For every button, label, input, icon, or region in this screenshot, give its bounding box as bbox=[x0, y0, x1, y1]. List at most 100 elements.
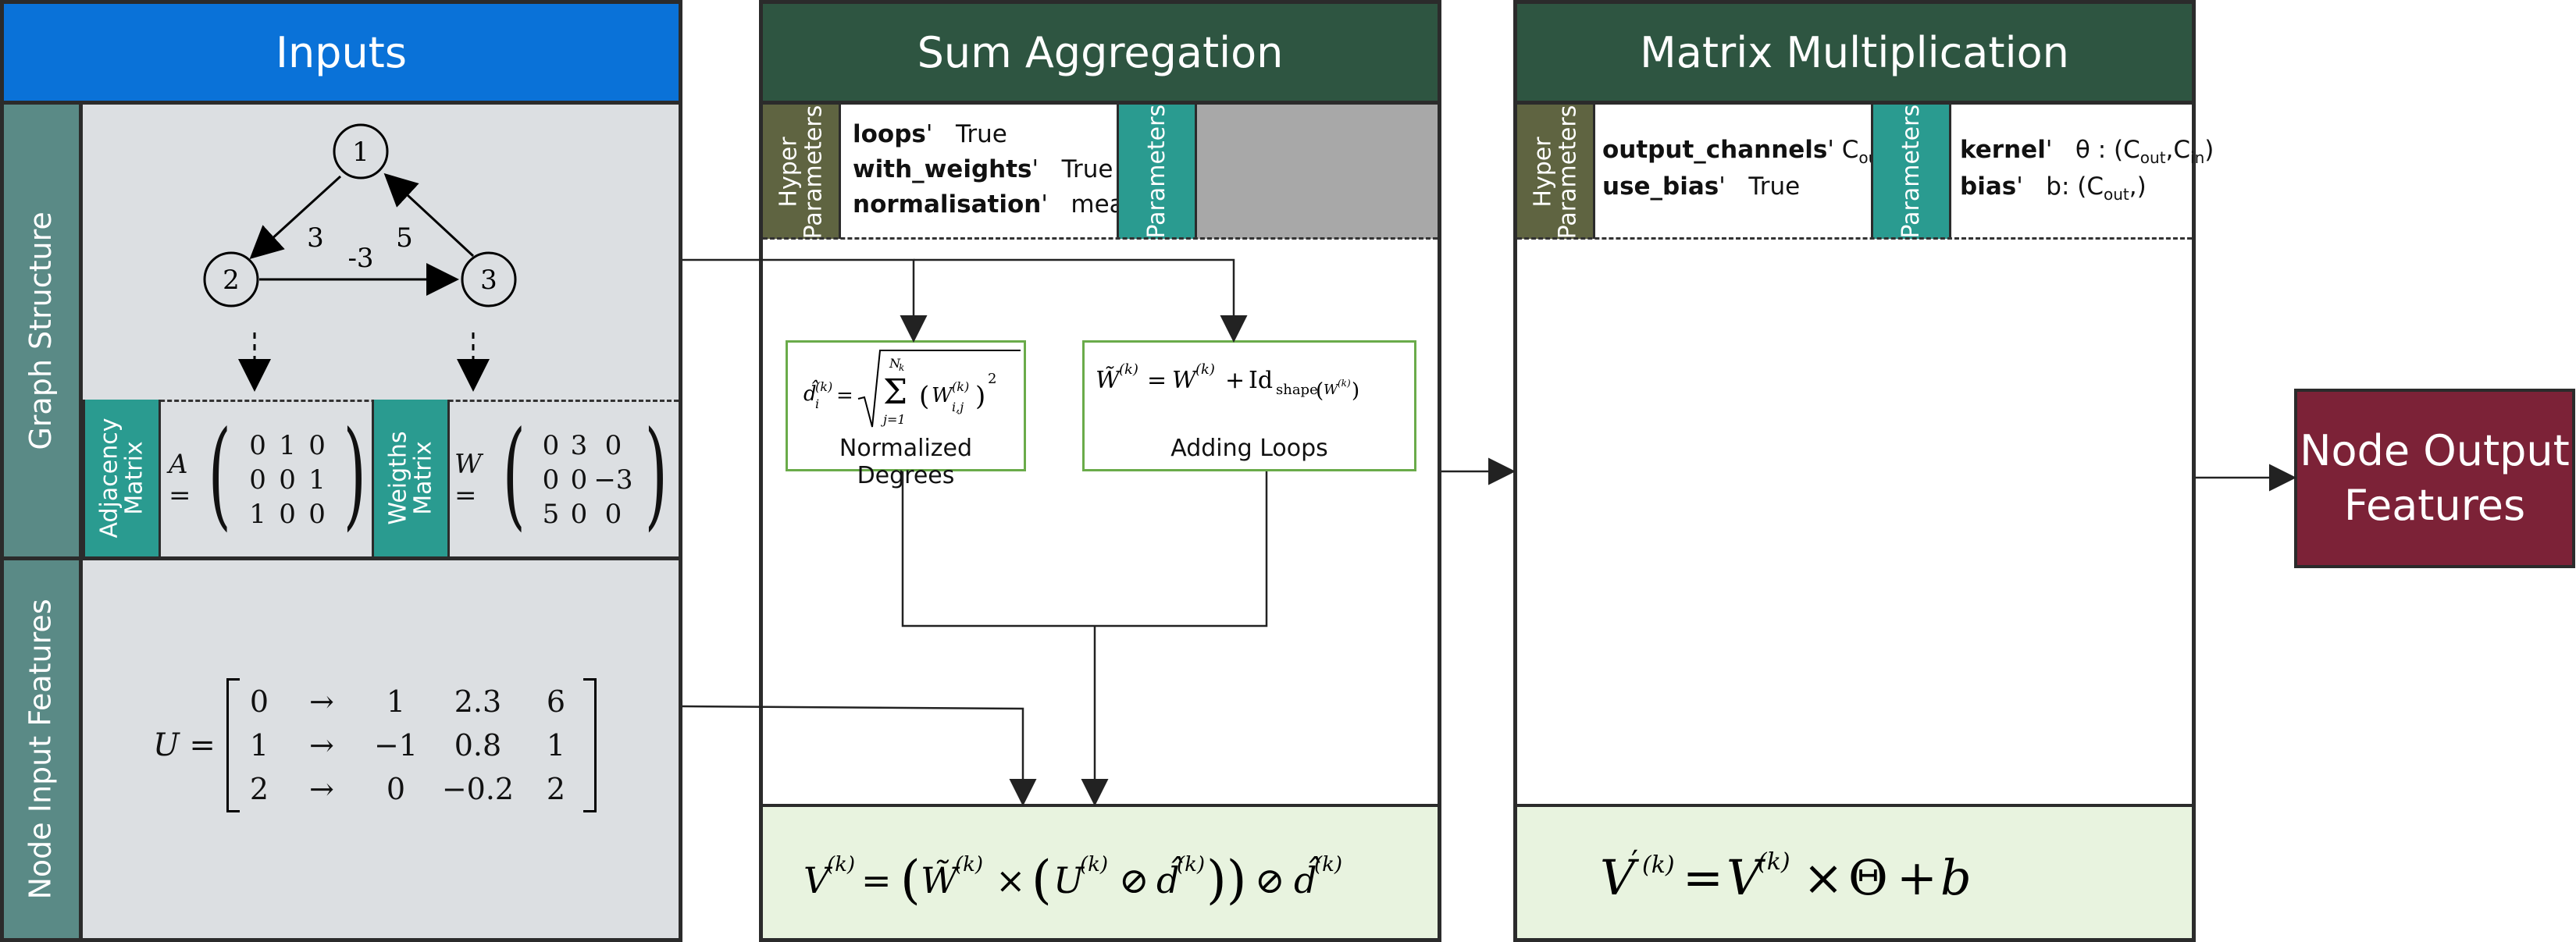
svg-text:×: × bbox=[1803, 849, 1844, 906]
u-cell: → bbox=[309, 728, 334, 762]
adding-loops-caption: Adding Loops bbox=[1170, 435, 1328, 462]
svg-text:(k): (k) bbox=[1642, 851, 1675, 879]
bracket-left bbox=[226, 678, 240, 812]
adj-cell: 0 bbox=[249, 464, 266, 496]
svg-text:(k): (k) bbox=[955, 853, 983, 876]
svg-text:W: W bbox=[932, 384, 954, 407]
svg-text:=: = bbox=[1683, 849, 1723, 906]
matrix-multiplication-header: Matrix Multiplication bbox=[1513, 0, 2196, 105]
mm-parameters-label: Parameters bbox=[1871, 105, 1951, 239]
mm-result-formula: V ′ (k) = V (k) × Θ + b bbox=[1600, 844, 1972, 906]
graph-structure-label: Graph Structure bbox=[0, 105, 83, 560]
node-2 bbox=[203, 251, 259, 307]
u-cell: → bbox=[309, 772, 334, 806]
edge-weight-3-1: 5 bbox=[396, 222, 413, 254]
node-3 bbox=[461, 251, 517, 307]
matrix-multiplication-title: Matrix Multiplication bbox=[1640, 27, 2069, 77]
svg-text:V: V bbox=[1600, 849, 1640, 906]
svg-text:⊘: ⊘ bbox=[1119, 859, 1149, 901]
svg-text:): ) bbox=[975, 381, 985, 412]
u-cell: 1 bbox=[386, 684, 406, 719]
edge-weight-1-2: 3 bbox=[307, 222, 324, 254]
w-cell: −3 bbox=[593, 464, 633, 496]
svg-text:N: N bbox=[889, 356, 901, 371]
svg-text:i: i bbox=[815, 396, 819, 411]
w-cell: 0 bbox=[604, 499, 622, 530]
svg-text:d̂: d̂ bbox=[1156, 855, 1183, 901]
w-cell: 5 bbox=[542, 499, 560, 530]
u-cell: 2.3 bbox=[454, 684, 502, 719]
features-matrix: U = 0 → 1 2.3 6 1 → −1 0.8 1 2 → 0 −0.2 … bbox=[153, 671, 622, 819]
edge-weight-2-3: -3 bbox=[347, 243, 373, 274]
sum-aggregation-result: V (k) = ( W̃ (k) × ( U (k) ⊘ d̂ (k) )) ⊘… bbox=[763, 804, 1438, 938]
u-cell: −1 bbox=[373, 728, 418, 762]
node-input-features-label: Node Input Features bbox=[0, 560, 83, 942]
param-with-weights: with_weights' True bbox=[853, 155, 1113, 183]
normalized-degrees-formula: d̂ (k) i = N k Σ j=1 ( W (k) i,j ) 2 bbox=[803, 350, 1021, 428]
w-cell: 0 bbox=[542, 464, 560, 496]
svg-text:k: k bbox=[899, 362, 904, 373]
matrix-multiplication-result: V ′ (k) = V (k) × Θ + b bbox=[1517, 804, 2192, 938]
svg-text:+: + bbox=[1897, 849, 1937, 906]
svg-text:(k): (k) bbox=[1338, 378, 1351, 389]
sum-hyper-parameters-list: loops' True with_weights' True normalisa… bbox=[853, 117, 1140, 222]
w-cell: 3 bbox=[570, 430, 588, 461]
svg-text:(k): (k) bbox=[1080, 853, 1108, 876]
node-input-area bbox=[83, 560, 682, 942]
w-cell: 0 bbox=[570, 464, 588, 496]
param-normalisation: normalisation' mean bbox=[853, 190, 1140, 219]
svg-text:b: b bbox=[1940, 849, 1972, 906]
sum-parameters-label: Parameters bbox=[1117, 105, 1197, 239]
svg-text:W: W bbox=[1324, 382, 1339, 398]
w-cell: 0 bbox=[542, 430, 560, 461]
svg-text:(: ( bbox=[1031, 850, 1052, 910]
adj-cell: 0 bbox=[308, 430, 326, 461]
node-3-label: 3 bbox=[480, 265, 497, 296]
svg-text:′: ′ bbox=[1631, 844, 1638, 880]
svg-text:j=1: j=1 bbox=[881, 412, 906, 427]
svg-text:W̃: W̃ bbox=[1096, 367, 1121, 394]
sum-parameters-empty bbox=[1197, 105, 1438, 239]
svg-text:Id: Id bbox=[1249, 367, 1273, 394]
svg-text:V: V bbox=[1726, 849, 1766, 906]
adjacency-matrix-label: Adjacency Matrix bbox=[83, 400, 161, 556]
svg-text:(k): (k) bbox=[827, 853, 855, 876]
mm-hyper-parameters-list: output_channels' Cout use_bias' True bbox=[1602, 133, 1884, 204]
node-1 bbox=[333, 123, 389, 180]
bracket-right bbox=[583, 678, 597, 812]
adj-cell: 0 bbox=[279, 464, 296, 496]
u-cell: 2 bbox=[546, 772, 566, 806]
adj-cell: 0 bbox=[249, 430, 266, 461]
u-cell: 2 bbox=[249, 772, 269, 806]
svg-text:Θ: Θ bbox=[1848, 849, 1888, 906]
adj-cell: 0 bbox=[279, 499, 296, 530]
svg-text:×: × bbox=[996, 859, 1026, 901]
svg-text:)): )) bbox=[1206, 850, 1247, 910]
mm-parameters-list: kernel' θ : (Cout,Cin) bias' b: (Cout,) bbox=[1960, 133, 2214, 206]
normalized-degrees-caption: Normalized Degrees bbox=[839, 435, 973, 489]
u-cell: 0 bbox=[386, 772, 406, 806]
svg-text:i,j: i,j bbox=[952, 400, 964, 414]
u-cell: 1 bbox=[249, 728, 269, 762]
svg-text:d̂: d̂ bbox=[1294, 855, 1320, 901]
output-line1: Node Output bbox=[2300, 425, 2570, 475]
adjacency-matrix-grid: 0 1 0 0 0 1 1 0 0 bbox=[243, 430, 332, 530]
adding-loops-formula: W̃ (k) = W (k) + Id shape ( W (k) ) bbox=[1096, 361, 1359, 403]
u-cell: 6 bbox=[546, 684, 566, 719]
svg-text:(: ( bbox=[900, 850, 921, 910]
weights-matrix-grid: 0 3 0 0 0 −3 5 0 0 bbox=[536, 430, 633, 530]
normalized-degrees-box: d̂ (k) i = N k Σ j=1 ( W (k) i,j ) 2 Nor… bbox=[786, 340, 1026, 489]
sum-hyper-parameters-label: Hyper Parameters bbox=[763, 105, 841, 239]
svg-text:U: U bbox=[1053, 859, 1085, 901]
u-cell: 0.8 bbox=[454, 728, 502, 762]
edge-1-2 bbox=[249, 175, 342, 260]
adj-cell: 1 bbox=[249, 499, 266, 530]
svg-text:(k): (k) bbox=[1195, 361, 1215, 378]
node-output-features-box: Node Output Features bbox=[2294, 389, 2575, 568]
w-cell: 0 bbox=[570, 499, 588, 530]
output-line2: Features bbox=[2343, 481, 2526, 530]
sum-result-formula: V (k) = ( W̃ (k) × ( U (k) ⊘ d̂ (k) )) ⊘… bbox=[803, 850, 1342, 910]
u-cell: → bbox=[309, 684, 334, 719]
svg-text:(: ( bbox=[919, 381, 929, 412]
inputs-panel: Inputs Graph Structure Node Input Featur… bbox=[0, 0, 682, 942]
